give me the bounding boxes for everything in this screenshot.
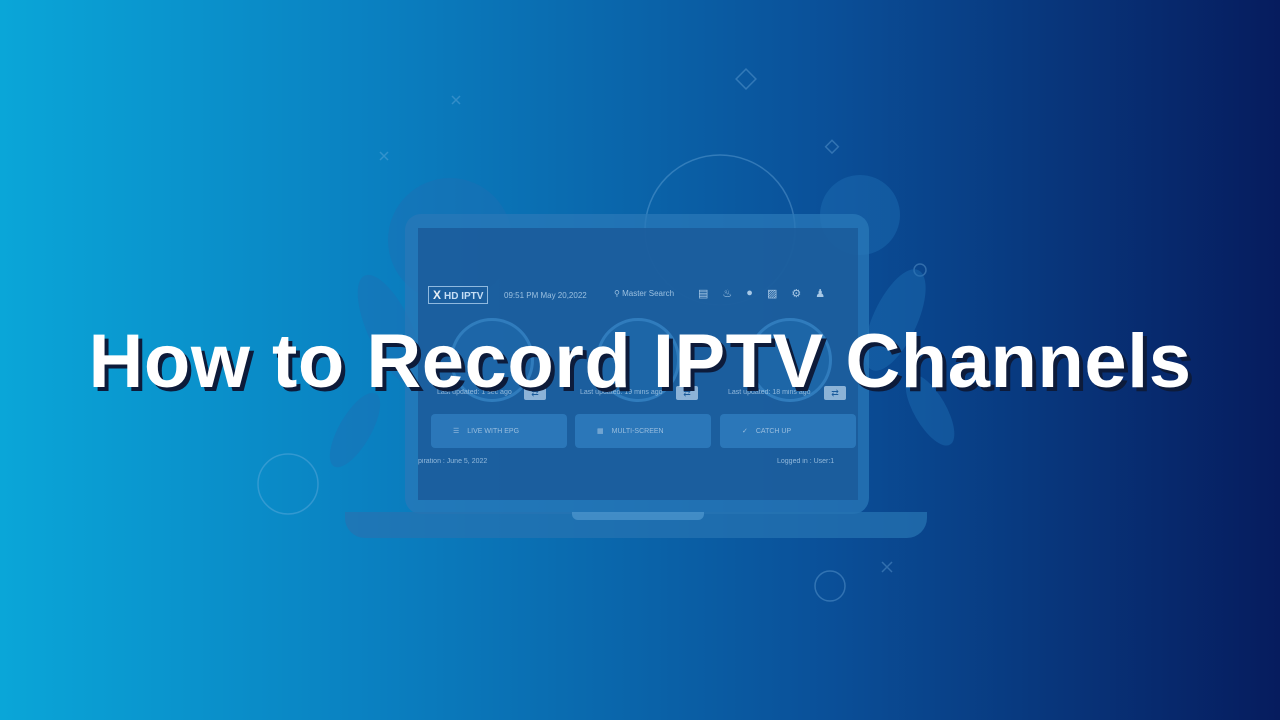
laptop-notch xyxy=(572,512,704,520)
ring-shape xyxy=(257,453,319,515)
diamond-shape xyxy=(735,68,757,90)
radio-icon[interactable]: ▤ xyxy=(698,288,709,300)
tile-label: MULTI-SCREEN xyxy=(611,427,664,435)
ring-shape xyxy=(814,570,846,602)
page-title: How to Record IPTV Channels xyxy=(88,319,1192,404)
tile-label: CATCH UP xyxy=(755,427,792,435)
logo-text: HD IPTV xyxy=(444,291,484,302)
user-icon[interactable]: ● xyxy=(746,287,753,299)
master-search[interactable]: ⚲ Master Search xyxy=(614,289,674,298)
check-icon: ✓ xyxy=(742,428,748,435)
live-with-epg-button[interactable]: ☰ LIVE WITH EPG xyxy=(431,414,567,448)
list-icon: ☰ xyxy=(453,428,460,435)
header-icons: ▤ ♨ ● ▨ ⚙ ♟ xyxy=(698,287,825,300)
search-icon: ⚲ xyxy=(614,289,620,298)
leaf-shape xyxy=(329,392,381,468)
expiration-text: piration : June 5, 2022 xyxy=(418,458,488,465)
cross-shape xyxy=(881,561,893,573)
refresh-icon[interactable]: ⇄ xyxy=(676,386,698,400)
refresh-icon[interactable]: ⇄ xyxy=(524,386,546,400)
tile-label: LIVE WITH EPG xyxy=(467,427,520,435)
series-category[interactable] xyxy=(748,318,832,402)
series-updated-text: Last updated: 18 mins ago xyxy=(728,389,811,396)
cross-shape xyxy=(379,151,389,161)
multi-screen-button[interactable]: ▦ MULTI-SCREEN xyxy=(575,414,711,448)
switch-user-icon[interactable]: ♟ xyxy=(815,288,826,300)
diamond-shape xyxy=(824,139,840,155)
logged-in-text: Logged in : User:1 xyxy=(777,458,835,465)
leaf-shape xyxy=(905,374,955,446)
live-updated-text: Last updated: 1 sec ago xyxy=(437,389,512,396)
clock: 09:51 PM May 20,2022 xyxy=(504,291,587,300)
ring-shape xyxy=(913,263,927,277)
live-tv-category[interactable] xyxy=(450,318,534,402)
logo-mark: X xyxy=(433,288,442,302)
refresh-icon[interactable]: ⇄ xyxy=(824,386,846,400)
gear-icon[interactable]: ⚙ xyxy=(791,288,802,300)
bell-icon[interactable]: ♨ xyxy=(722,288,733,300)
catch-up-button[interactable]: ✓ CATCH UP xyxy=(720,414,856,448)
leaf-shape xyxy=(864,269,926,371)
movies-updated-text: Last updated: 19 mins ago xyxy=(580,389,663,396)
video-icon[interactable]: ▨ xyxy=(766,288,778,300)
search-label: Master Search xyxy=(622,289,675,298)
movies-category[interactable] xyxy=(596,318,680,402)
grid-icon: ▦ xyxy=(597,428,604,435)
cross-shape xyxy=(451,95,461,105)
